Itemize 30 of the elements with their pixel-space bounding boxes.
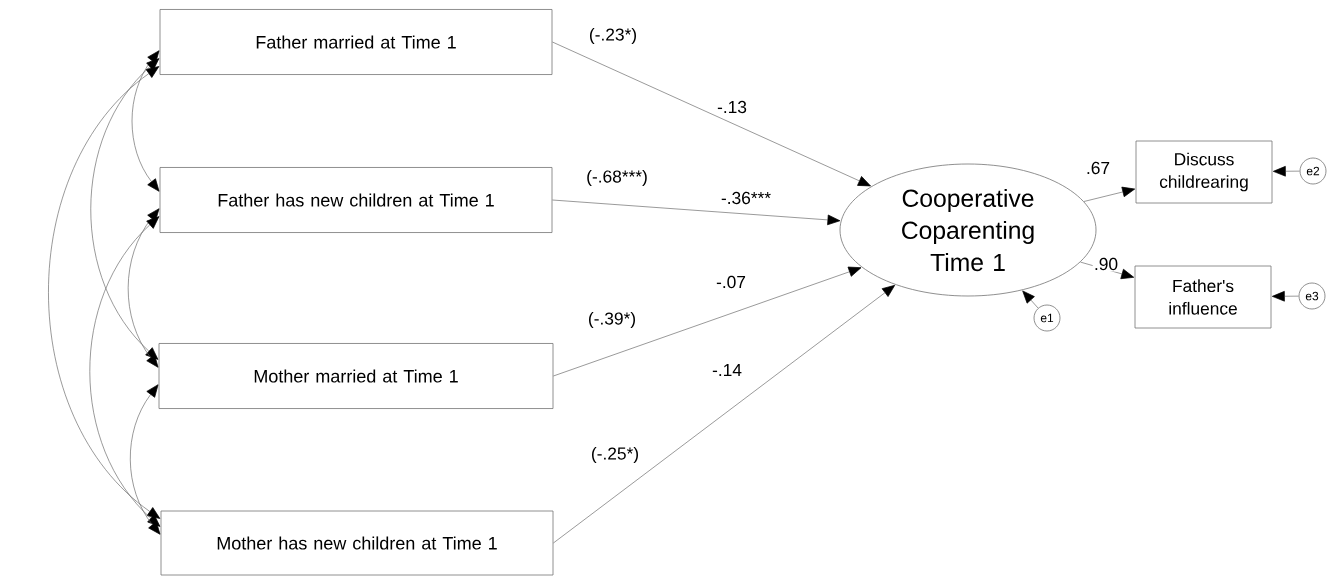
arrow bbox=[1272, 166, 1300, 177]
arrow bbox=[127, 208, 160, 368]
arrow bbox=[48, 66, 161, 519]
edge-label: -.07 bbox=[714, 274, 748, 290]
arrow bbox=[1083, 186, 1136, 202]
arrow bbox=[129, 384, 161, 535]
arrow bbox=[552, 41, 871, 187]
variable-box: Father has new children at Time 1 bbox=[159, 167, 553, 233]
arrow bbox=[90, 58, 160, 360]
coefficient-label: (-.39*) bbox=[589, 311, 635, 329]
coefficient-label: (-.23*) bbox=[590, 27, 636, 45]
arrow bbox=[553, 266, 862, 377]
variable-box: Mother has new children at Time 1 bbox=[160, 510, 554, 576]
variable-box: Father's influence bbox=[1134, 265, 1272, 329]
arrow bbox=[131, 50, 160, 192]
arrow bbox=[1080, 261, 1135, 280]
edge-label: .90 bbox=[1092, 256, 1120, 272]
edge-label: -.13 bbox=[715, 99, 749, 115]
variable-box: Discuss childrearing bbox=[1135, 140, 1273, 204]
coefficient-label: (-.25*) bbox=[592, 446, 638, 464]
edge-label: -.36*** bbox=[719, 190, 773, 206]
arrow bbox=[1022, 290, 1039, 309]
arrow bbox=[553, 285, 896, 544]
arrow bbox=[89, 216, 161, 527]
arrow bbox=[1271, 291, 1299, 302]
edge-label: -.14 bbox=[710, 362, 744, 378]
coefficient-label: (-.68***) bbox=[587, 169, 647, 187]
variable-box: Father married at Time 1 bbox=[159, 9, 553, 75]
arrow bbox=[552, 199, 841, 226]
variable-box: Mother married at Time 1 bbox=[158, 343, 554, 409]
